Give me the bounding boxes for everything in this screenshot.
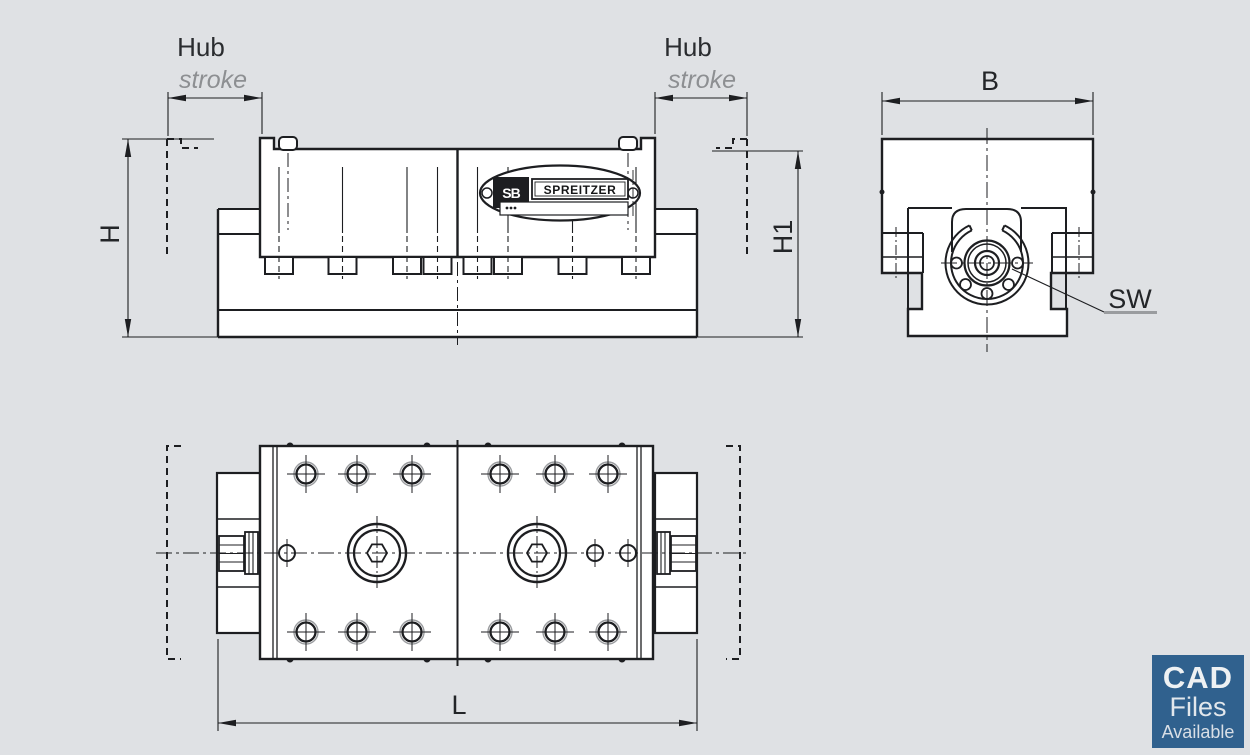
spindle-access-left <box>346 516 408 590</box>
stroke-ghost-left <box>166 138 198 258</box>
screw-head-left <box>278 136 298 151</box>
dim-label-l: L <box>451 690 466 720</box>
dim-label-b: B <box>981 66 999 96</box>
cad-badge-line3: Available <box>1161 722 1235 742</box>
cad-files-badge[interactable]: CAD Files Available <box>1152 655 1244 748</box>
screw-head-right <box>618 136 638 151</box>
stroke-ghost-plan-right <box>726 445 741 660</box>
brand-monogram: SB <box>502 185 520 201</box>
mounting-holes <box>287 455 627 651</box>
sw-callout: SW <box>1011 268 1157 314</box>
hub-right-sublabel: stroke <box>668 66 736 94</box>
dim-label-sw: SW <box>1108 284 1152 314</box>
dim-label-h1: H1 <box>768 220 798 255</box>
t-slot-tabs <box>264 256 651 275</box>
center-holes <box>278 539 637 567</box>
cad-badge-line2: Files <box>1169 692 1227 722</box>
cad-badge-line1: CAD <box>1162 660 1234 695</box>
plate-screw-left <box>481 187 493 199</box>
hub-left-label: Hub <box>177 32 225 62</box>
hub-left-sublabel: stroke <box>179 66 247 94</box>
brand-name: SPREITZER <box>544 183 617 197</box>
spindle-access-right <box>506 516 568 590</box>
nameplate: SB SPREITZER <box>478 164 642 222</box>
stroke-ghost-right <box>716 138 748 258</box>
front-view: H H1 Hub stroke Hub stroke <box>95 32 803 345</box>
hub-right-label: Hub <box>664 32 712 62</box>
dowel-pins <box>286 442 626 663</box>
top-view: L <box>156 440 749 731</box>
dim-label-h: H <box>95 224 125 244</box>
side-view: B <box>879 66 1157 352</box>
